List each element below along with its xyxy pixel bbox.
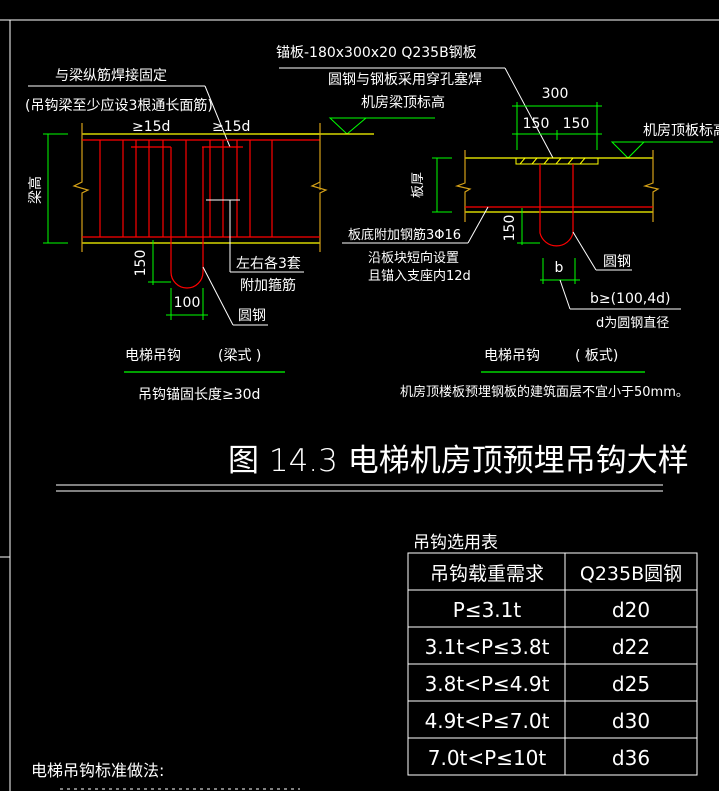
elev-marker-triangle: [328, 117, 368, 135]
beam-caption: 电梯吊钩: [125, 348, 181, 364]
round-bar-label: 圆钢: [238, 308, 266, 324]
break-line-left: [454, 150, 472, 222]
selection-table: 吊钩选用表 吊钩载重需求 Q235B圆钢 P≤3.1t d20 3.1t<P≤3…: [407, 533, 698, 776]
dim-150-left-label: 150: [523, 116, 550, 132]
leader-line: [572, 231, 597, 271]
dim-150-label: 150: [502, 215, 518, 242]
round-steel-hook: [170, 147, 204, 289]
slab-caption-type: ( 板式): [575, 348, 618, 364]
slab-caption: 电梯吊钩: [484, 348, 540, 364]
weld-note: 圆钢与钢板采用穿孔塞焊: [328, 71, 482, 88]
d-note: d为圆钢直径: [596, 316, 669, 331]
table-header-steel: Q235B圆钢: [580, 563, 682, 585]
anchor-plate-note: 锚板-180x300x20 Q235B钢板: [276, 45, 477, 61]
bottom-bars-note-1: 沿板块短向设置: [368, 250, 459, 266]
figure-title: 图 14.3 电梯机房顶预埋吊钩大样: [228, 443, 689, 479]
table-cell-load: 3.1t<P≤3.8t: [425, 635, 550, 659]
b-rule: b≥(100,4d): [590, 291, 671, 307]
dim-100-label: 100: [174, 295, 201, 311]
anchor-plate: [515, 157, 599, 165]
beam-height-label: 梁高: [27, 176, 44, 204]
bottom-bars-label: 板底附加钢筋3Φ16: [348, 227, 461, 243]
lap-left-label: ≥15d: [132, 119, 170, 135]
slab-thickness-label: 板厚: [411, 172, 426, 198]
beam-caption-type: (梁式 ): [218, 348, 261, 364]
dim-300-label: 300: [542, 86, 569, 102]
leader-line: [204, 85, 231, 148]
round-bar-label: 圆钢: [603, 254, 631, 270]
table-cell-load: 3.8t<P≤4.9t: [425, 672, 550, 696]
beam-detail: 与梁纵筋焊接固定 (吊钩梁至少应设3根通长面筋) ≥15d ≥15d: [25, 67, 328, 403]
bottom-bars-note-2: 且锚入支座内12d: [368, 268, 471, 284]
table-cell-steel: d20: [612, 598, 650, 622]
table-cell-steel: d30: [612, 709, 650, 733]
table-cell-load: 7.0t<P≤10t: [428, 746, 547, 770]
note-min-bars: (吊钩梁至少应设3根通长面筋): [25, 97, 213, 114]
slab-top-elev-label: 机房顶板标高: [643, 122, 719, 139]
stirrups: [99, 140, 273, 237]
dim-150-right-label: 150: [563, 116, 590, 132]
dim-b-label: b: [555, 260, 564, 276]
leader-line: [559, 279, 571, 310]
table-cell-steel: d22: [612, 635, 650, 659]
table-cell-steel: d36: [612, 746, 650, 770]
leader-line: [467, 206, 489, 244]
table-title: 吊钩选用表: [413, 533, 498, 553]
leader-line: [202, 266, 234, 326]
stirrups-note-1: 左右各3套: [236, 256, 301, 272]
break-line-left: [72, 123, 90, 252]
slab-detail: 锚板-180x300x20 Q235B钢板 圆钢与钢板采用穿孔塞焊 机房梁顶标高…: [260, 45, 719, 400]
dim-150-label: 150: [133, 250, 149, 277]
break-line-right: [310, 123, 328, 252]
table-header-load: 吊钩载重需求: [430, 563, 544, 585]
beam-top-elev-label: 机房梁顶标高: [361, 94, 445, 111]
table-cell-steel: d25: [612, 672, 650, 696]
round-steel-hook: [539, 164, 574, 247]
leader-line: [504, 67, 554, 159]
note-weld: 与梁纵筋焊接固定: [55, 67, 167, 84]
table-cell-load: 4.9t<P≤7.0t: [425, 709, 550, 733]
plate-hatch: [519, 157, 586, 165]
elev-marker-triangle: [610, 141, 646, 159]
finish-note: 机房顶楼板预埋钢板的建筑面层不宜小于50mm。: [400, 384, 689, 400]
break-line-right: [642, 150, 660, 222]
lap-right-label: ≥15d: [212, 119, 250, 135]
stirrups-note-2: 附加箍筋: [240, 277, 296, 294]
table-cell-load: P≤3.1t: [453, 598, 522, 622]
standard-method-heading: 电梯吊钩标准做法:: [31, 761, 164, 780]
anchor-note: 吊钩锚固长度≥30d: [138, 387, 260, 403]
